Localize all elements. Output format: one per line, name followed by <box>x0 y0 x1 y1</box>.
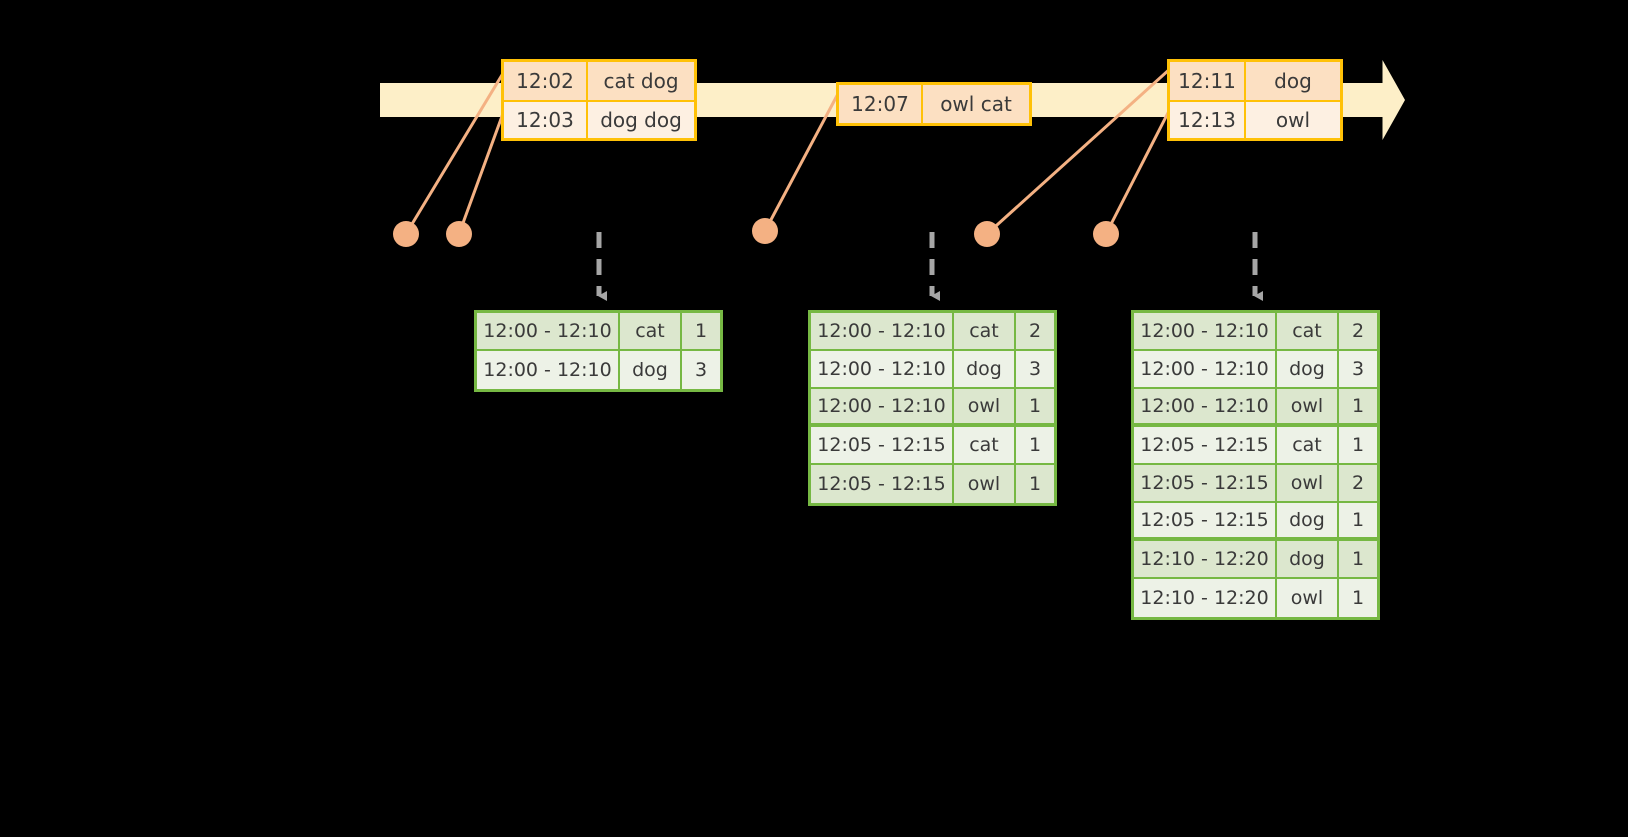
count-cell: 1 <box>1028 434 1042 456</box>
window-cell: 12:00 - 12:10 <box>811 351 954 387</box>
window-cell: 12:10 - 12:20 <box>1134 579 1277 617</box>
window-cell: 12:00 - 12:10 <box>1134 389 1277 423</box>
count-cell: 1 <box>1351 548 1365 570</box>
window-cell: 12:00 - 12:10 <box>1134 351 1277 387</box>
event-box-3[interactable]: 12:11 dog 12:13 owl <box>1167 59 1343 141</box>
connector-3-line <box>763 89 842 232</box>
window-cell: 12:00 - 12:10 <box>477 351 620 389</box>
key-cell: cat <box>954 427 1016 463</box>
window-cell: 12:00 - 12:10 <box>811 313 954 349</box>
connector-2-line <box>457 107 507 235</box>
key-cell: cat <box>620 313 682 349</box>
event-box-1[interactable]: 12:02 cat dog 12:03 dog dog <box>501 59 697 141</box>
event-payload: cat dog <box>603 69 679 93</box>
window-cell: 12:05 - 12:15 <box>811 465 954 503</box>
key-cell: cat <box>1277 427 1339 463</box>
event-payload: owl <box>1275 108 1311 132</box>
event-timestamp: 12:02 <box>504 62 588 100</box>
key-cell: cat <box>1277 313 1339 349</box>
connector-1-dot <box>393 221 419 247</box>
timeline-arrowhead <box>1355 60 1405 140</box>
key-cell: owl <box>1277 465 1339 501</box>
event-timestamp: 12:11 <box>1170 62 1246 100</box>
key-cell: dog <box>1277 541 1339 577</box>
key-cell: owl <box>1277 389 1339 423</box>
connector-5-dot <box>1093 221 1119 247</box>
connector-1-line <box>404 69 507 235</box>
event-row[interactable]: 12:07 owl cat <box>839 85 1029 123</box>
event-payload: owl cat <box>940 92 1012 116</box>
key-cell: dog <box>1277 503 1339 537</box>
key-cell: dog <box>620 351 682 389</box>
event-row[interactable]: 12:02 cat dog <box>504 62 694 100</box>
event-timestamp: 12:03 <box>504 102 588 138</box>
event-row[interactable]: 12:03 dog dog <box>504 100 694 138</box>
count-cell: 1 <box>694 320 708 342</box>
count-cell: 1 <box>1351 434 1365 456</box>
window-cell: 12:00 - 12:10 <box>811 389 954 423</box>
window-cell: 12:05 - 12:15 <box>1134 503 1277 537</box>
key-cell: dog <box>954 351 1016 387</box>
key-cell: owl <box>954 389 1016 423</box>
count-cell: 1 <box>1351 395 1365 417</box>
key-cell: owl <box>1277 579 1339 617</box>
count-cell: 3 <box>1351 358 1365 380</box>
event-box-2[interactable]: 12:07 owl cat <box>836 82 1032 126</box>
window-cell: 12:00 - 12:10 <box>1134 313 1277 349</box>
event-payload: dog <box>1274 69 1312 93</box>
key-cell: cat <box>954 313 1016 349</box>
count-cell: 1 <box>1028 473 1042 495</box>
count-cell: 2 <box>1028 320 1042 342</box>
window-cell: 12:05 - 12:15 <box>1134 465 1277 501</box>
window-cell: 12:10 - 12:20 <box>1134 541 1277 577</box>
count-cell: 3 <box>694 359 708 381</box>
connector-4-dot <box>974 221 1000 247</box>
count-cell: 1 <box>1028 395 1042 417</box>
event-timestamp: 12:07 <box>839 85 923 123</box>
key-cell: owl <box>954 465 1016 503</box>
dashed-arrows <box>596 232 1263 301</box>
connector-3-dot <box>752 218 778 244</box>
event-row[interactable]: 12:13 owl <box>1170 100 1340 138</box>
connector-5-line <box>1104 106 1173 235</box>
event-payload: dog dog <box>600 108 682 132</box>
count-cell: 1 <box>1351 509 1365 531</box>
connector-2-dot <box>446 221 472 247</box>
window-cell: 12:05 - 12:15 <box>1134 427 1277 463</box>
count-cell: 2 <box>1351 320 1365 342</box>
window-cell: 12:05 - 12:15 <box>811 427 954 463</box>
window-cell: 12:00 - 12:10 <box>477 313 620 349</box>
key-cell: dog <box>1277 351 1339 387</box>
event-timestamp: 12:13 <box>1170 102 1246 138</box>
count-cell: 3 <box>1028 358 1042 380</box>
count-cell: 1 <box>1351 587 1365 609</box>
count-cell: 2 <box>1351 472 1365 494</box>
event-row[interactable]: 12:11 dog <box>1170 62 1340 100</box>
